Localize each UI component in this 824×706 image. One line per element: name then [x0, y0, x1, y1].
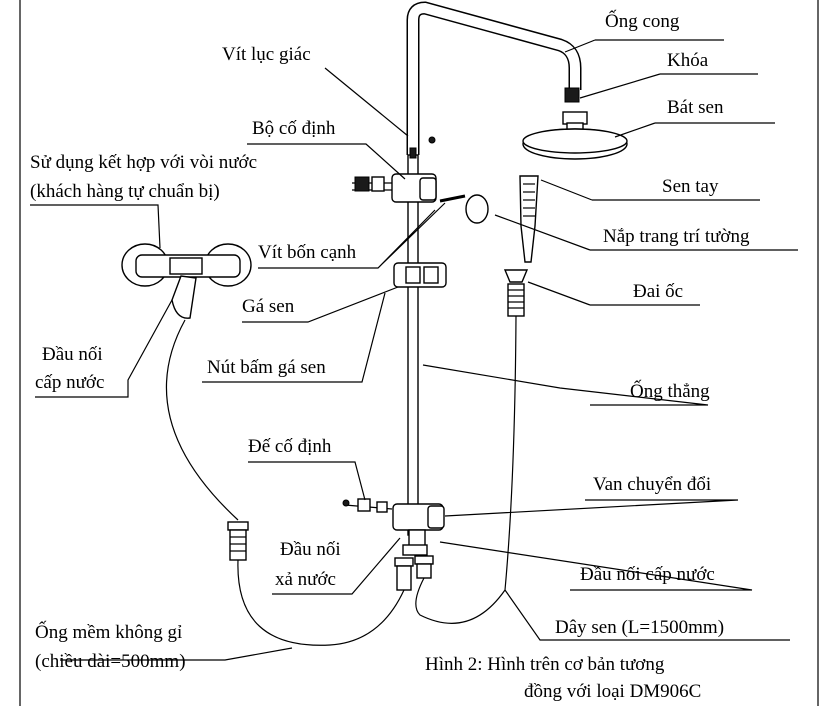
label-nut: Đai ốc — [633, 281, 683, 302]
label-water-supply-connector: Đầu nối cấp nước — [580, 564, 715, 585]
label-holder-button: Nút bấm gá sen — [207, 357, 326, 378]
slide-holder — [393, 262, 447, 288]
hand-shower — [503, 175, 539, 317]
hose-nut — [503, 269, 529, 283]
leader-lines — [30, 39, 798, 661]
straight-pipe — [407, 154, 419, 536]
faucet-hose — [165, 319, 239, 521]
stainless-hose — [237, 559, 405, 646]
mixer-faucet — [121, 243, 252, 319]
label-shower-hose: Dây sen (L=1500mm) — [555, 617, 724, 638]
caption-line1: Hình 2: Hình trên cơ bản tương — [425, 654, 665, 675]
label-wall-cover: Nắp trang trí tường — [603, 226, 750, 247]
lock-nut — [564, 87, 580, 103]
wall-cover — [465, 194, 489, 224]
label-fixing-set: Bộ cố định — [252, 118, 336, 139]
label-faucet-use-line1: Sử dụng kết hợp với vòi nước — [30, 152, 257, 173]
label-stainless-hose-line1: Ống mềm không gỉ — [35, 621, 182, 643]
label-hand-shower: Sen tay — [662, 176, 719, 197]
label-diverter-valve: Van chuyển đổi — [593, 474, 711, 495]
hex-screw — [428, 136, 436, 144]
label-shower-head: Bát sen — [667, 97, 724, 118]
label-supply-connector-line1: Đầu nối — [42, 344, 103, 365]
label-lock: Khóa — [667, 50, 709, 71]
rain-shower-head — [522, 111, 628, 160]
label-straight-pipe: Ống thẳng — [630, 380, 710, 402]
label-drain-connector-line2: xả nước — [275, 569, 336, 590]
label-hex-screw: Vít lục giác — [222, 44, 311, 65]
label-stainless-hose-line2: (chiều dài=500mm) — [35, 651, 186, 672]
label-square-screw: Vít bốn cạnh — [258, 242, 357, 263]
label-slide-holder: Gá sen — [242, 296, 295, 317]
label-drain-connector-line1: Đầu nối — [280, 539, 341, 560]
label-faucet-use-line2: (khách hàng tự chuẩn bị) — [30, 181, 220, 202]
label-curved-pipe: Ống cong — [605, 10, 680, 32]
upper-bracket — [352, 136, 489, 224]
label-fixing-base: Đế cố định — [248, 436, 332, 457]
diverter-valve — [342, 498, 445, 556]
caption-line2: đồng với loại DM906C — [524, 681, 701, 702]
label-supply-connector-line2: cấp nước — [35, 372, 104, 393]
water-connectors — [227, 521, 434, 591]
shower-hose — [415, 315, 517, 624]
